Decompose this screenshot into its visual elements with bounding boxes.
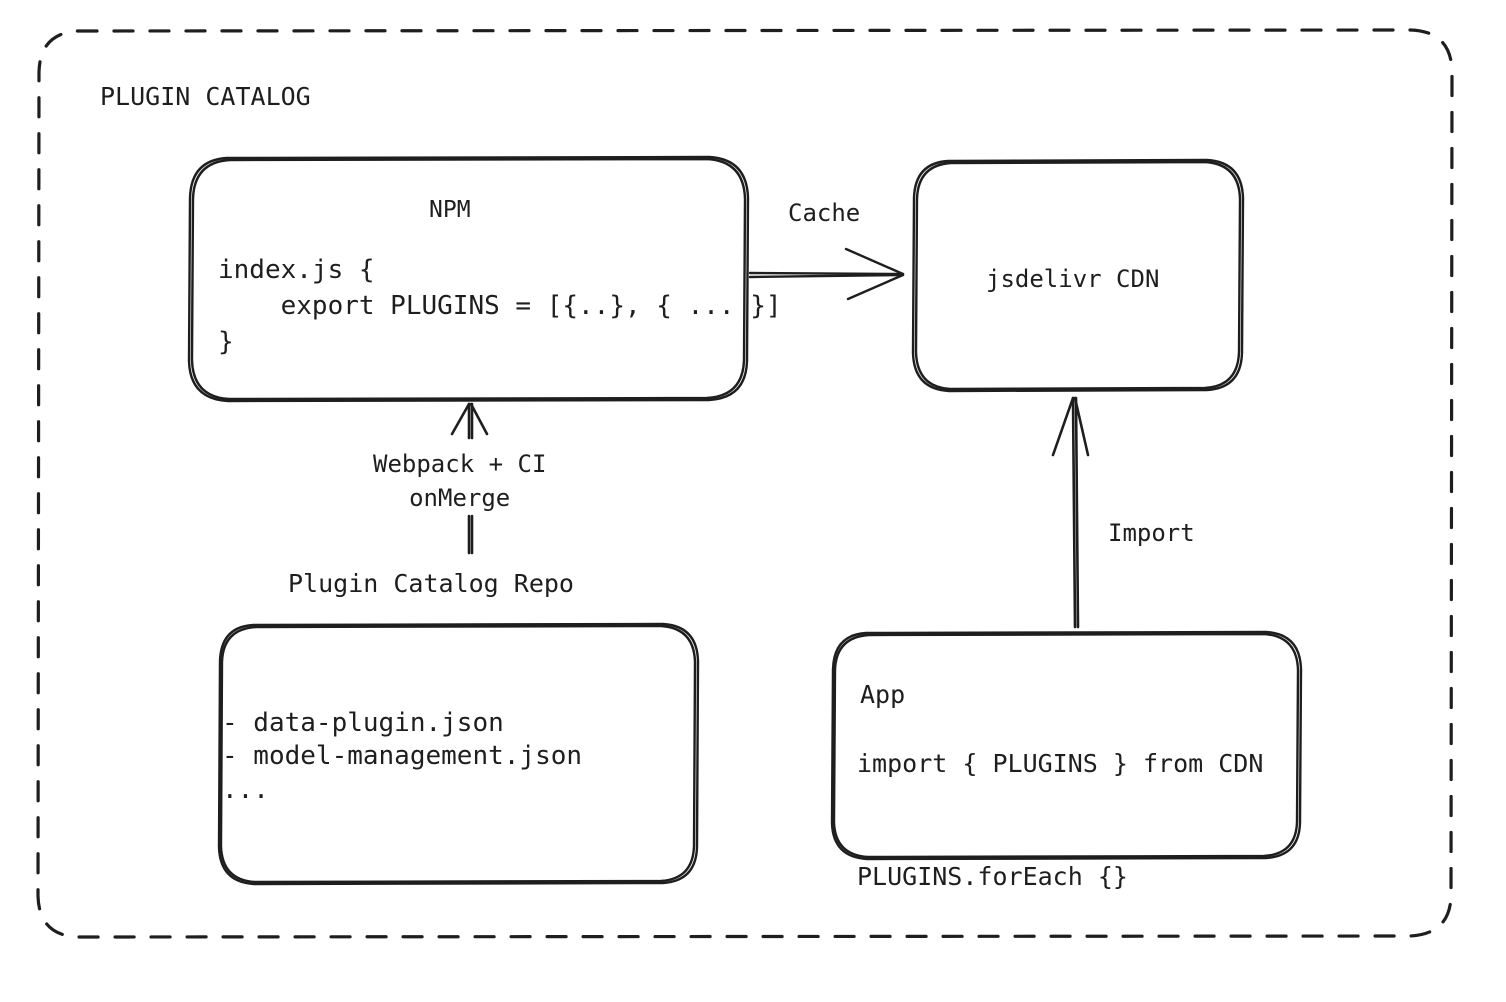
- cache-edge-label: Cache: [788, 199, 861, 227]
- edge-build-arrow: [450, 402, 489, 555]
- node-app-box[interactable]: [830, 630, 1303, 861]
- repo-label: Plugin Catalog Repo: [288, 569, 574, 598]
- node-cdn-box[interactable]: [911, 158, 1245, 393]
- npm-code-block: index.js { export PLUGINS = [{..}, { ...…: [218, 255, 782, 357]
- app-code-block: import { PLUGINS } from CDN PLUGINS.forE…: [857, 749, 1264, 891]
- node-repo-box[interactable]: [217, 622, 700, 886]
- cdn-title: jsdelivr CDN: [986, 265, 1160, 293]
- build-edge-label: Webpack + CI onMerge: [373, 450, 547, 513]
- repo-file-list: - data-plugin.json - model-management.js…: [222, 708, 583, 805]
- import-edge-label: Import: [1108, 519, 1195, 547]
- app-title: App: [860, 680, 906, 709]
- edge-cache-arrow: [748, 247, 905, 301]
- group-title: PLUGIN CATALOG: [100, 82, 311, 111]
- node-npm-box[interactable]: [187, 155, 750, 403]
- npm-title: NPM: [429, 197, 471, 223]
- edge-import-arrow: [1051, 396, 1090, 629]
- group-container-plugin-catalog: [36, 28, 1454, 939]
